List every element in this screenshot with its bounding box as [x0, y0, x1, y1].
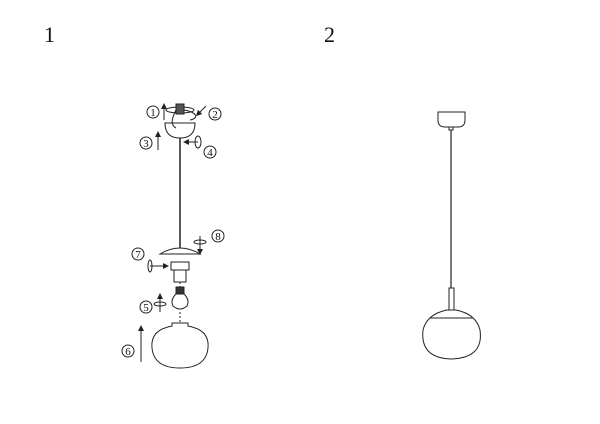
glass-shade [422, 309, 481, 360]
callout-3: 3 [139, 136, 153, 150]
socket [173, 269, 187, 283]
sleeve [448, 287, 455, 311]
svg-text:3: 3 [143, 138, 149, 150]
exploded-assembly [138, 103, 209, 369]
svg-text:7: 7 [135, 249, 141, 261]
bulb [171, 293, 189, 310]
panel-1-label: 1 [44, 22, 55, 47]
bulb-base [175, 286, 185, 295]
step-callouts: 1 2 3 4 5 6 7 8 [121, 105, 225, 358]
shade-plate [158, 247, 202, 255]
canopy [164, 122, 196, 139]
callout-4: 4 [203, 145, 217, 159]
svg-text:8: 8 [215, 231, 221, 243]
panel-2-label: 2 [324, 22, 335, 47]
callout-5: 5 [139, 300, 153, 314]
svg-text:2: 2 [212, 109, 218, 121]
canopy [437, 111, 466, 128]
callout-2: 2 [208, 107, 222, 121]
glass-shade [151, 322, 209, 369]
svg-text:1: 1 [150, 107, 156, 119]
lamp-holder [170, 261, 190, 271]
svg-text:6: 6 [125, 346, 131, 358]
svg-text:4: 4 [207, 147, 213, 159]
assembled-lamp [422, 111, 481, 360]
callout-7: 7 [131, 247, 145, 261]
callout-6: 6 [121, 344, 135, 358]
callout-8: 8 [211, 229, 225, 243]
terminal-block [175, 103, 185, 115]
wires [171, 109, 197, 129]
svg-text:5: 5 [143, 302, 149, 314]
callout-1: 1 [146, 105, 160, 119]
